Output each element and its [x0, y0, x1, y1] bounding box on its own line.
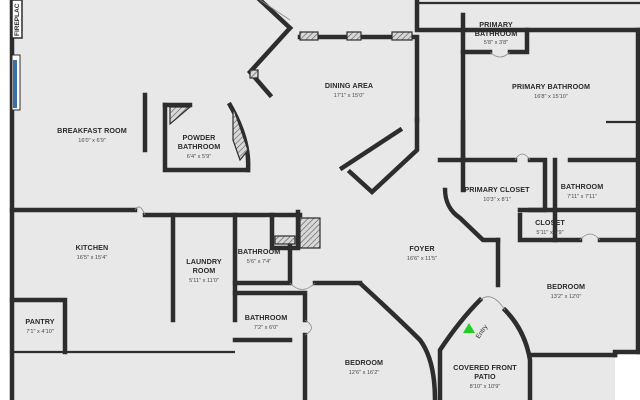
room-dimensions: 5'11" x 11'0" — [189, 278, 219, 284]
room-bedroom-south: BEDROOM 12'6" x 16'2" — [345, 358, 383, 376]
room-dimensions: 17'1" x 15'0" — [334, 93, 365, 99]
room-name: PRIMARY CLOSET — [464, 185, 530, 194]
room-laundry-room: LAUNDRY ROOM 5'11" x 11'0" — [186, 257, 222, 284]
room-name: BATHROOM — [238, 247, 281, 256]
room-covered-front-patio: COVERED FRONT PATIO 8'10" x 10'9" — [453, 363, 517, 390]
built-ins — [169, 31, 413, 249]
room-dimensions: 16'0" x 6'9" — [78, 138, 106, 144]
room-name: PATIO — [474, 372, 496, 381]
room-name: PRIMARY BATHROOM — [512, 82, 590, 91]
room-kitchen: KITCHEN 16'5" x 15'4" — [76, 243, 109, 261]
room-dimensions: 7'11" x 7'11" — [567, 194, 597, 200]
room-dimensions: 16'5" x 15'4" — [77, 255, 108, 261]
room-name: POWDER — [183, 133, 217, 142]
doors — [134, 0, 601, 336]
room-name: DINING AREA — [325, 81, 373, 90]
room-dining-area: DINING AREA 17'1" x 15'0" — [325, 81, 373, 99]
room-dimensions: 12'6" x 16'2" — [349, 370, 380, 376]
room-dimensions: 5'11" x 1'9" — [536, 230, 563, 236]
room-name: BATHROOM — [178, 142, 221, 151]
room-dimensions: 16'6" x 11'5" — [407, 256, 437, 262]
room-name: BEDROOM — [547, 282, 585, 291]
room-name: LAUNDRY — [186, 257, 222, 266]
room-primary-bathroom-small: PRIMARY BATHROOM 5'8" x 3'8" — [475, 20, 518, 46]
walls — [9, 0, 640, 400]
room-bathroom-center: BATHROOM 5'6" x 7'4" — [238, 247, 281, 265]
room-name: BREAKFAST ROOM — [57, 126, 127, 135]
room-dimensions: 7'1" x 4'10" — [26, 329, 54, 335]
fireplace-label: FIREPLAC — [14, 3, 21, 36]
room-name: KITCHEN — [76, 243, 109, 252]
room-foyer: FOYER 16'6" x 11'5" — [407, 244, 437, 262]
room-name: BATHROOM — [245, 313, 288, 322]
room-bedroom-east: BEDROOM 13'2" x 12'0" — [547, 282, 585, 300]
room-dimensions: 7'2" x 6'0" — [254, 325, 278, 331]
room-name: PANTRY — [25, 317, 54, 326]
room-name: BEDROOM — [345, 358, 383, 367]
room-name: COVERED FRONT — [453, 363, 517, 372]
room-dimensions: 10'3" x 8'1" — [483, 197, 511, 203]
room-dimensions: 16'8" x 15'10" — [534, 94, 568, 100]
room-dimensions: 5'8" x 3'8" — [484, 40, 508, 46]
room-bathroom-south: BATHROOM 7'2" x 6'0" — [245, 313, 288, 331]
room-dimensions: 13'2" x 12'0" — [551, 294, 582, 300]
room-name: ROOM — [193, 266, 216, 275]
room-name: PRIMARY — [479, 20, 513, 29]
room-name: FOYER — [409, 244, 435, 253]
room-labels: PRIMARY BATHROOM 5'8" x 3'8" DINING AREA… — [25, 20, 603, 390]
room-name: BATHROOM — [561, 182, 604, 191]
room-breakfast-room: BREAKFAST ROOM 16'0" x 6'9" — [57, 126, 127, 144]
room-dimensions: 5'6" x 7'4" — [247, 259, 271, 265]
room-dimensions: 6'4" x 5'9" — [187, 154, 211, 160]
room-bathroom-east: BATHROOM 7'11" x 7'11" — [561, 182, 604, 200]
room-primary-closet: PRIMARY CLOSET 10'3" x 8'1" — [464, 185, 530, 203]
room-name: BATHROOM — [475, 29, 518, 38]
fireplace: FIREPLAC — [11, 0, 23, 111]
room-dimensions: 8'10" x 10'9" — [470, 384, 501, 390]
room-powder-bathroom: POWDER BATHROOM 6'4" x 5'9" — [178, 133, 221, 160]
room-name: CLOSET — [535, 218, 565, 227]
room-pantry: PANTRY 7'1" x 4'10" — [25, 317, 54, 335]
entry-arrow-icon — [463, 323, 475, 333]
room-primary-bathroom: PRIMARY BATHROOM 16'8" x 15'10" — [512, 82, 590, 100]
room-closet: CLOSET 5'11" x 1'9" — [535, 218, 565, 236]
